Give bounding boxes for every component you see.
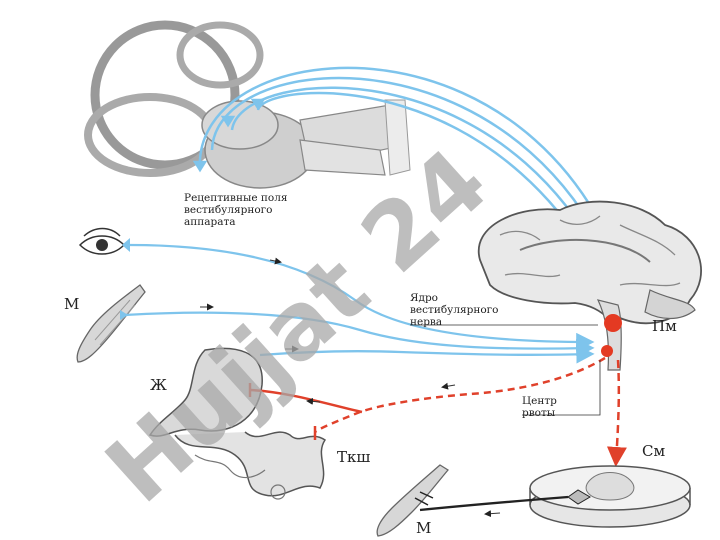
vestibular-nucleus-dot — [604, 314, 622, 332]
eye-illustration — [78, 227, 126, 255]
stomach-illustration — [148, 347, 263, 437]
vomit-center-line-2: рвоты — [522, 407, 556, 419]
vestibular-apparatus-illustration — [84, 20, 411, 189]
muscle-bottom-illustration — [376, 464, 449, 537]
vomit-center-label: Центр рвоты — [522, 395, 557, 419]
spinal-cord-label: См — [642, 442, 666, 460]
efferent-direction-ticks — [306, 382, 456, 405]
direction-ticks — [200, 257, 299, 353]
nucleus-line-3: нерва — [410, 316, 443, 328]
intestine-illustration — [174, 431, 327, 500]
stomach-label: Ж — [150, 376, 167, 394]
muscle-bottom-label: М — [416, 519, 432, 537]
medulla-label: Пм — [652, 317, 677, 335]
motor-direction-tick — [484, 510, 501, 518]
nucleus-line-2: вестибулярного — [410, 304, 499, 316]
motor-pathway — [419, 495, 569, 512]
spinal-cord-illustration — [529, 465, 691, 528]
receptive-fields-label: Рецептивные поля вестибулярного аппарата — [184, 192, 287, 228]
nucleus-line-1: Ядро — [410, 292, 438, 304]
receptive-fields-line-1: Рецептивные поля — [184, 192, 288, 204]
vomit-center-dot — [601, 345, 613, 357]
nucleus-label: Ядро вестибулярного нерва — [410, 292, 498, 328]
receptive-fields-line-2: вестибулярного — [184, 204, 273, 216]
muscle-left-label: М — [64, 295, 80, 313]
vomit-center-line-1: Центр — [522, 395, 557, 407]
visceral-afferent-pathways — [120, 238, 595, 364]
brain-illustration — [477, 200, 702, 371]
intestine-label: Ткш — [337, 448, 371, 466]
receptive-fields-line-3: аппарата — [184, 216, 236, 228]
muscle-left-illustration — [76, 284, 146, 363]
label-leader-lines — [410, 324, 601, 416]
